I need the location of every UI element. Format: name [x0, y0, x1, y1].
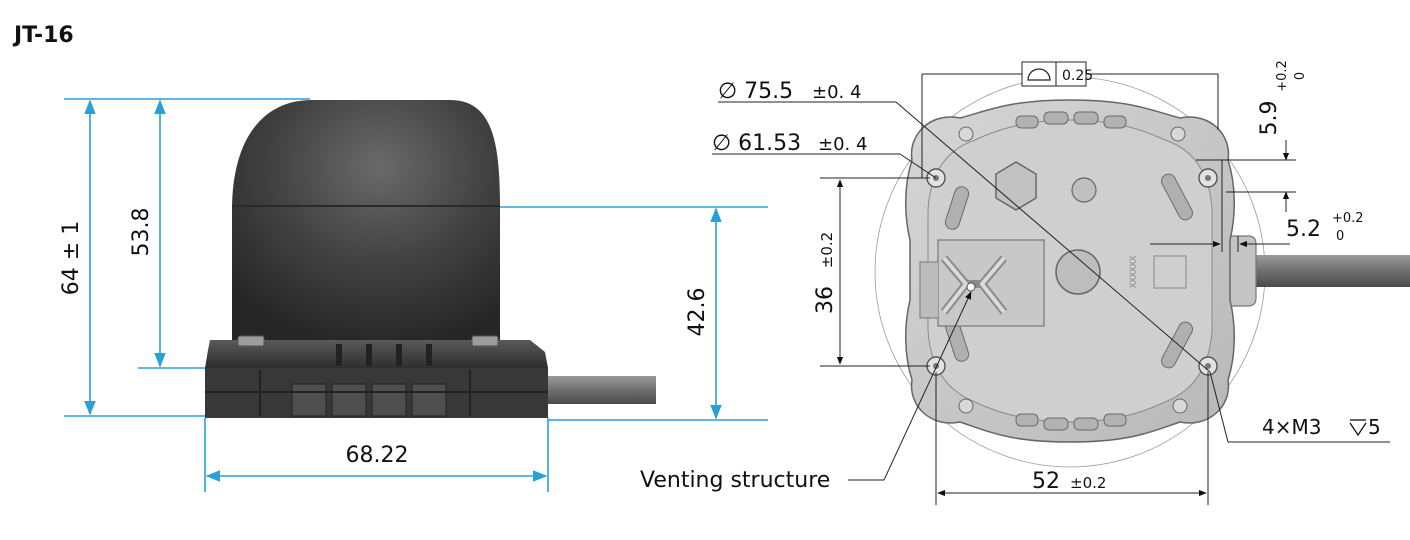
- vent-plate: [937, 239, 1045, 327]
- dim-5-9-tol-upper: +0.2: [1275, 60, 1290, 92]
- dim-5-9: 5.9: [1257, 101, 1282, 136]
- dim-width-52-tol: ±0.2: [1070, 474, 1106, 492]
- profile-surface-icon: [1027, 68, 1051, 81]
- top-view: XXXXXX: [874, 76, 1410, 468]
- hex-boss: [995, 161, 1037, 211]
- top-cable: [1250, 255, 1410, 287]
- dim-base-width: 68.22: [346, 443, 409, 468]
- dim-inner-diameter: ∅ 61.53: [712, 131, 801, 156]
- dim-outer-diameter: ∅ 75.5: [718, 79, 793, 104]
- base-flange: [205, 340, 548, 368]
- dim-height-36-tol: ±0.2: [818, 232, 836, 268]
- dim-total-height: 64 ± 1: [59, 221, 84, 295]
- venting-structure-label: Venting structure: [640, 468, 830, 493]
- screw-depth: 5: [1368, 415, 1381, 439]
- dim-height-36: 36: [813, 286, 838, 314]
- top-dimension-lines: [712, 73, 1390, 505]
- cable: [548, 376, 656, 404]
- screw-label: 4×M3: [1262, 415, 1321, 439]
- dome: [232, 100, 500, 340]
- dim-inner-diameter-tol: ±0. 4: [818, 134, 867, 155]
- dim-5-9-tol-lower: 0: [1293, 72, 1308, 80]
- flatness-frame: [1021, 61, 1087, 87]
- drawing-title: JT-16: [12, 23, 74, 48]
- dim-dome-height: 53.8: [129, 208, 154, 257]
- dim-5-2-tol-lower: 0: [1336, 229, 1344, 244]
- dim-5-2: 5.2: [1286, 217, 1321, 242]
- side-dimension-lines: [64, 98, 768, 492]
- dim-5-2-tol-upper: +0.2: [1332, 211, 1364, 226]
- depth-icon: [1349, 419, 1367, 437]
- dim-width-52: 52: [1032, 469, 1060, 494]
- chip-marking: XXXXXX: [1129, 255, 1139, 288]
- center-boss: [1055, 249, 1101, 295]
- side-view: [205, 100, 656, 418]
- screw-heads: [237, 335, 499, 347]
- dim-outer-diameter-tol: ±0. 4: [812, 82, 861, 103]
- flatness-value: 0.25: [1062, 68, 1093, 84]
- dim-body-height: 42.6: [685, 288, 710, 337]
